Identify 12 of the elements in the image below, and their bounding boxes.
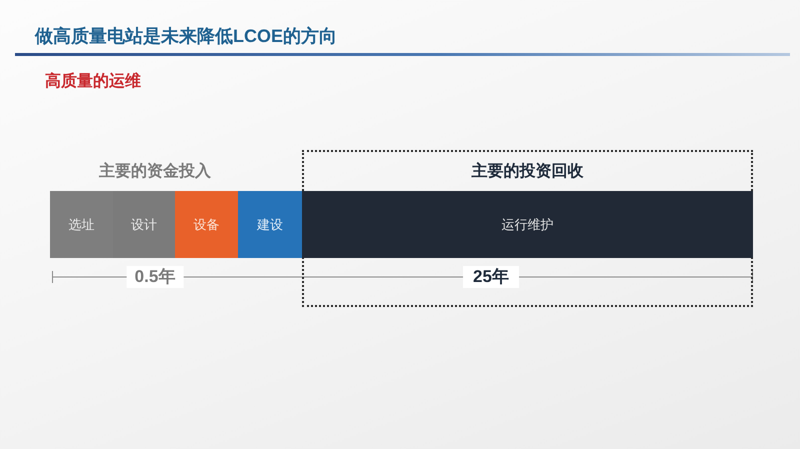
frame-heading: 主要的投资回收 — [472, 162, 584, 182]
bar-segment: 运行维护 — [302, 191, 753, 258]
section-heading: 主要的资金投入 — [99, 162, 211, 182]
slide-title: 做高质量电站是未来降低LCOE的方向 — [35, 25, 338, 47]
bar-segment: 设计 — [113, 191, 175, 258]
duration-label: 25年 — [463, 266, 519, 288]
bar-segment: 设备 — [175, 191, 238, 258]
dotted-frame — [302, 150, 753, 307]
bar-segment: 选址 — [50, 191, 113, 258]
bar-segment: 建设 — [238, 191, 302, 258]
subtitle: 高质量的运维 — [45, 72, 141, 92]
duration-label: 0.5年 — [126, 266, 184, 288]
